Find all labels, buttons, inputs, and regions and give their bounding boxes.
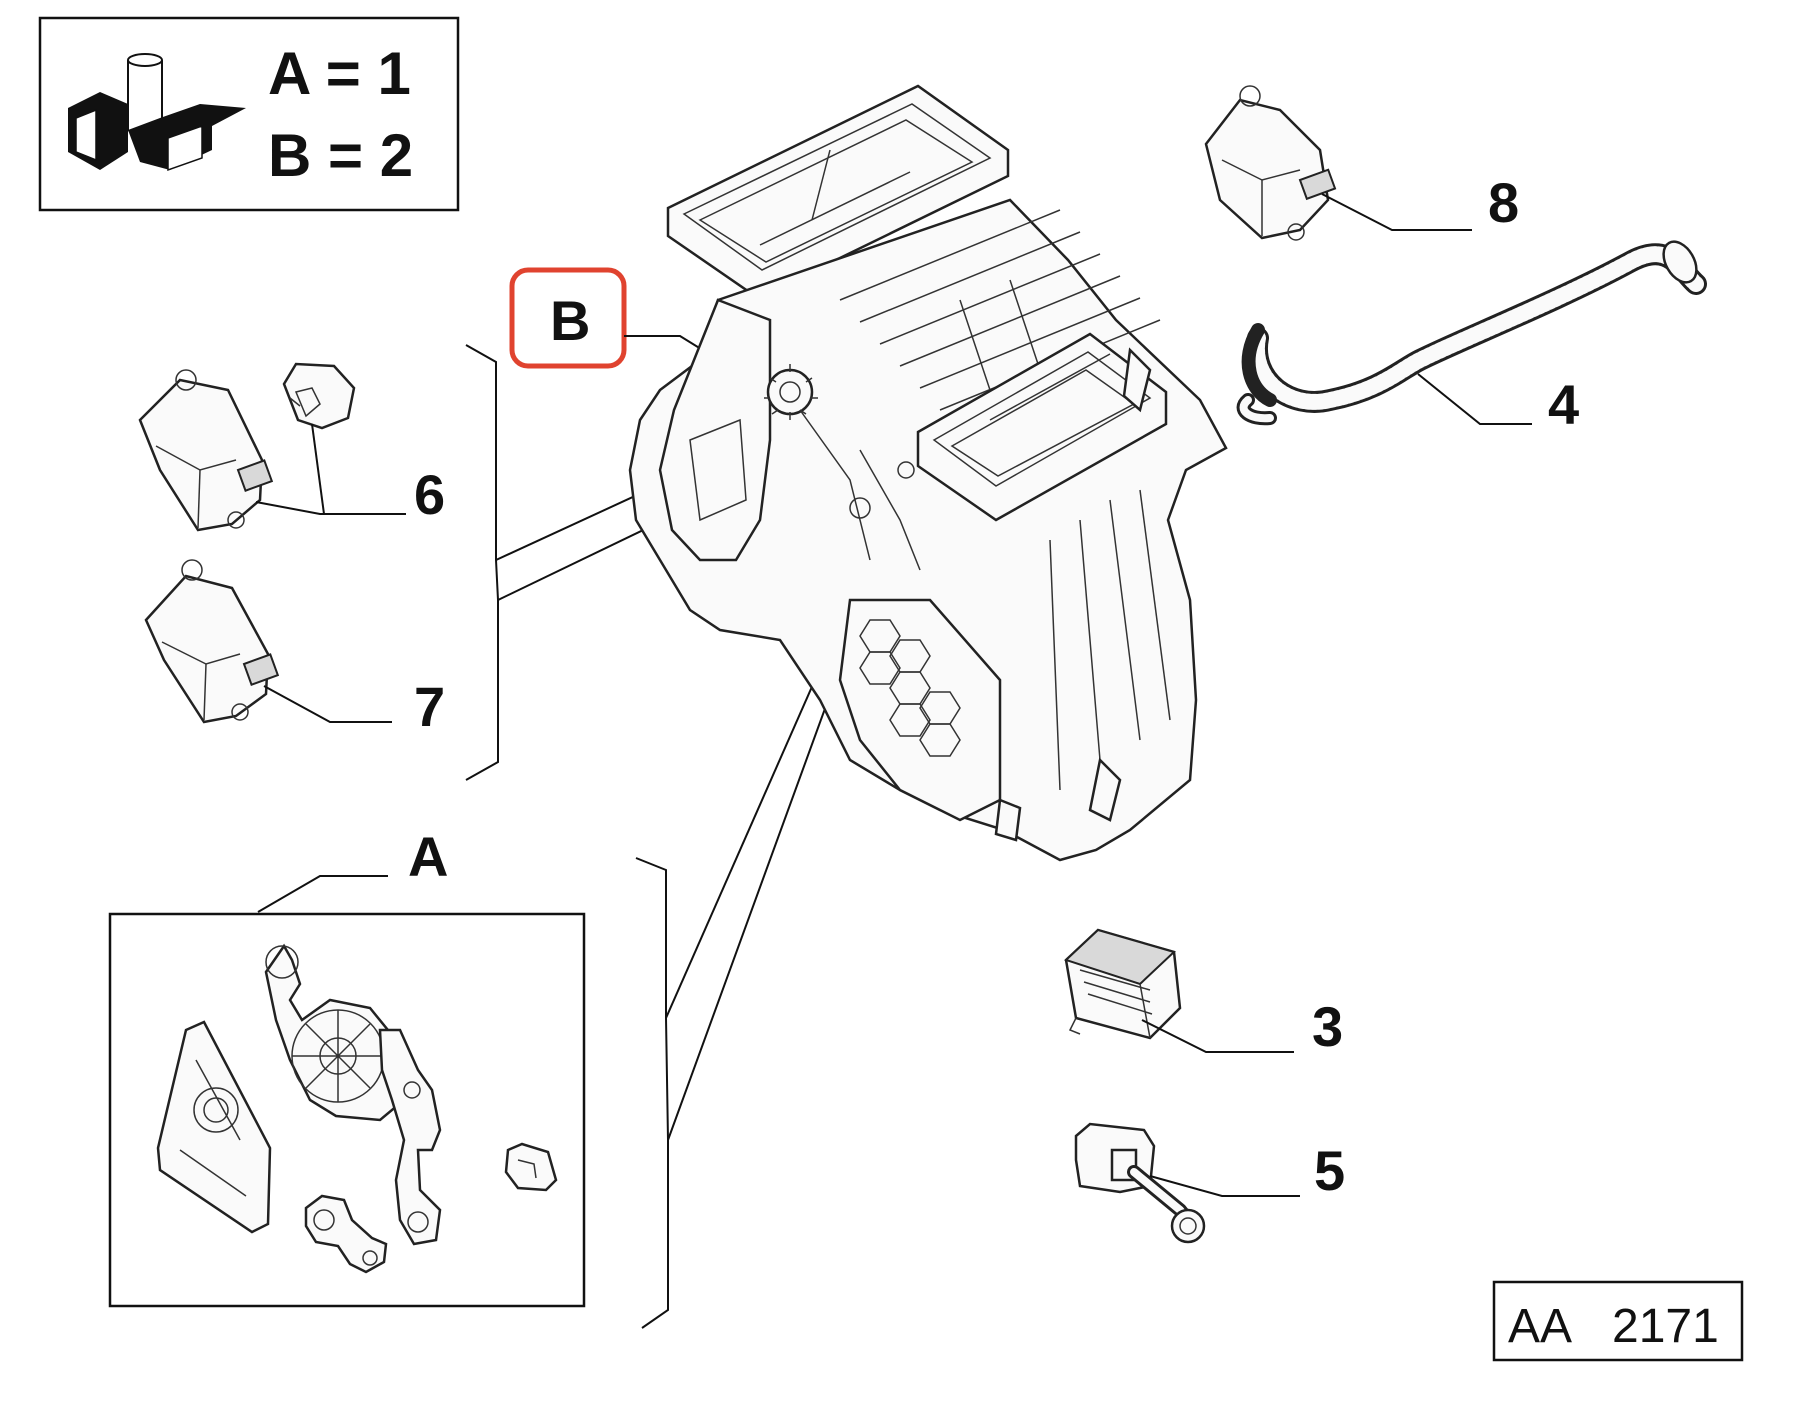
group-a-box — [108, 912, 586, 1308]
group-b-bracket — [465, 344, 499, 781]
part-a-cover-plate — [156, 1020, 272, 1234]
legend-b-equals-2: B = 2 — [268, 122, 413, 189]
part-a-clip-right — [504, 1142, 558, 1192]
callout-6-label: 6 — [414, 463, 445, 526]
part-8-actuator — [1204, 85, 1337, 241]
callout-7-label: 7 — [414, 675, 445, 738]
part-4-drain-hose — [1236, 240, 1707, 426]
reference-prefix: AA — [1508, 1300, 1572, 1353]
part-5-sensor — [1074, 1122, 1206, 1244]
callout-8-label: 8 — [1488, 171, 1519, 234]
hvac-housing-assembly — [628, 84, 1228, 862]
part-6-gear-clip — [282, 362, 356, 430]
part-a-gear-link — [304, 1194, 388, 1274]
callout-b: B — [509, 267, 723, 369]
legend-a-equals-1: A = 1 — [268, 40, 411, 107]
group-a-bracket — [635, 857, 669, 1329]
fiat-logo-icon — [68, 53, 246, 172]
callout-4-label: 4 — [1548, 373, 1579, 436]
reference-box: AA 2171 — [1492, 1280, 1744, 1362]
callout-5-label: 5 — [1314, 1139, 1345, 1202]
callout-b-label: B — [550, 289, 590, 352]
callout-a-label: A — [408, 825, 448, 888]
part-a-linkage-arm — [378, 1028, 442, 1246]
reference-number: 2171 — [1612, 1300, 1719, 1353]
callout-b-highlight — [509, 267, 627, 369]
callout-3-label: 3 — [1312, 995, 1343, 1058]
legend-box: A = 1 B = 2 — [38, 16, 460, 212]
part-3-resistor-module — [1064, 928, 1182, 1040]
part-6-actuator — [138, 369, 274, 532]
part-a-flap-door — [264, 943, 406, 1122]
part-7-actuator — [144, 559, 280, 724]
